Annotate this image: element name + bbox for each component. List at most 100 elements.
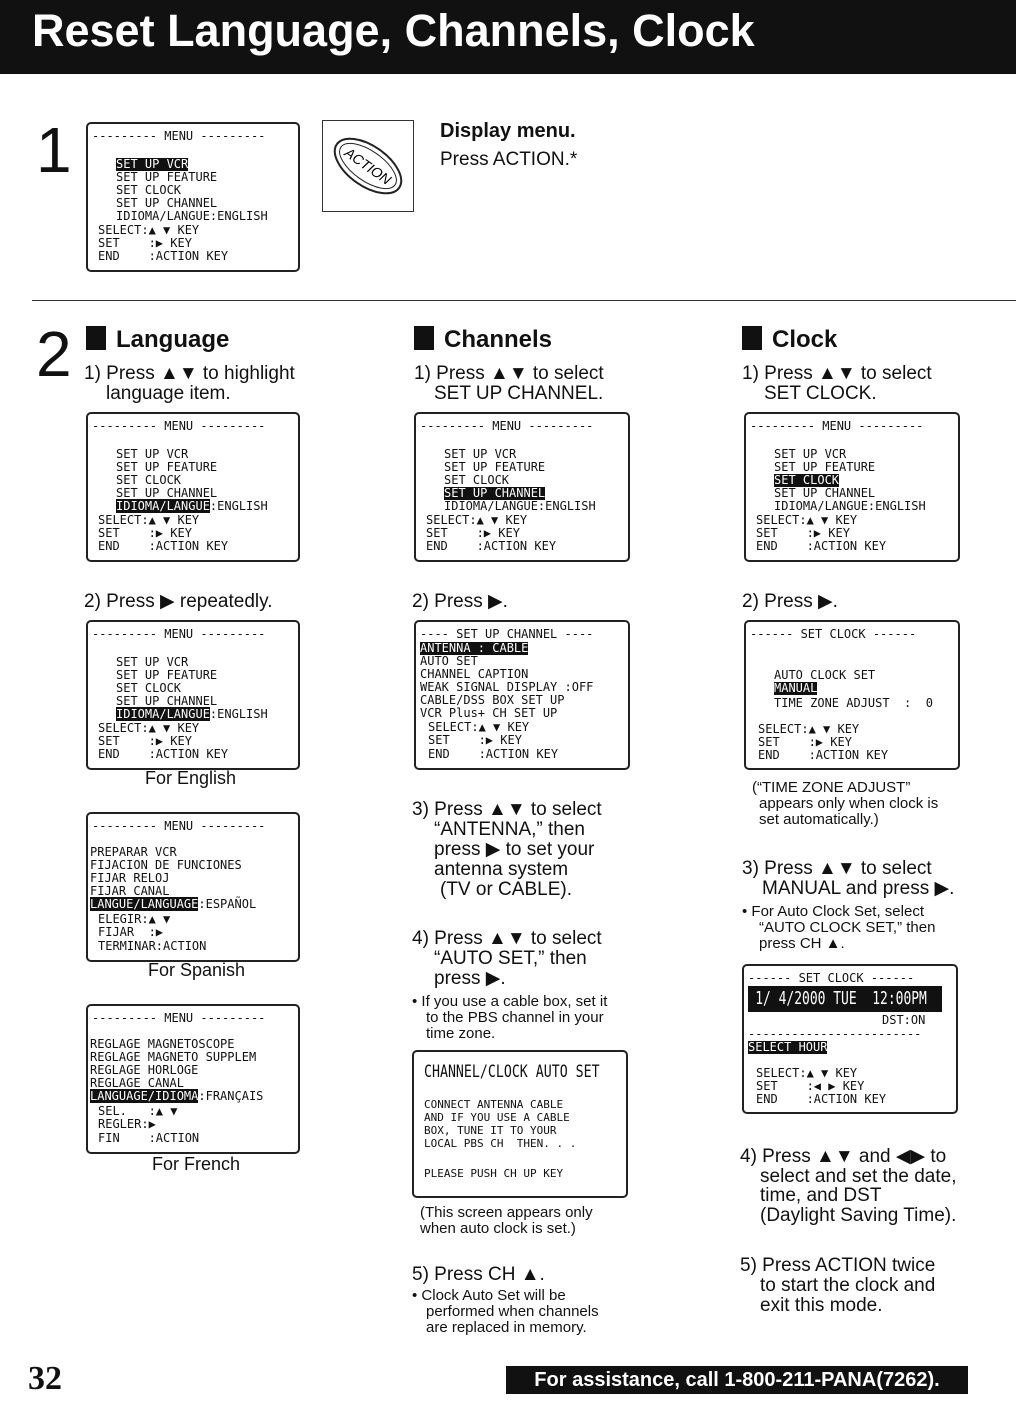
menu-select-hint: SELECT:▲ ▼ KEY <box>98 223 200 237</box>
menu-set-hint: SET :▶ KEY <box>756 526 850 540</box>
clock-step4-l3: time, and DST <box>760 1185 882 1206</box>
menu-end-hint: END :ACTION KEY <box>98 747 229 761</box>
menu-item: SET UP FEATURE <box>116 460 218 474</box>
menu-item: VCR Plus+ CH SET UP <box>420 706 558 720</box>
menu-set-hint: REGLER:▶ <box>98 1117 156 1131</box>
channels-step2: 2) Press ▶. <box>412 591 508 612</box>
menu-item: SET CLOCK <box>444 473 510 487</box>
set-clock-menu-screen: ------ SET CLOCK ------ AUTO CLOCK SET M… <box>744 620 960 770</box>
channels-note4-l1: • If you use a cable box, set it <box>412 993 608 1010</box>
menu-set-hint: SET :▶ KEY <box>98 236 192 250</box>
menu-item: ANTENNA : CABLE <box>420 641 529 655</box>
menu-item: SET CLOCK <box>774 473 840 487</box>
menu-item: REGLAGE CANAL <box>90 1076 184 1090</box>
menu-item: IDIOMA/LANGUE:ENGLISH <box>444 499 596 513</box>
menu-item: IDIOMA/LANGUE:ENGLISH <box>774 499 926 513</box>
menu-set-hint: SET :▶ KEY <box>428 733 522 747</box>
menu-item: LANGUAGE/IDIOMA:FRANÇAIS <box>90 1089 264 1103</box>
step-2-number: 2 <box>36 318 72 390</box>
menu-end-hint: END :ACTION KEY <box>758 748 889 762</box>
menu-select-hint: SELECT:▲ ▼ KEY <box>756 1066 858 1080</box>
tz-note-l1: (“TIME ZONE ADJUST” <box>752 779 911 796</box>
menu-item: SET UP CHANNEL <box>116 486 218 500</box>
menu-header: --------- MENU --------- <box>92 129 266 143</box>
channels-heading: Channels <box>414 326 552 354</box>
menu-item: REGLAGE HORLOGE <box>90 1063 199 1077</box>
channels-step4-l1: 4) Press ▲▼ to select <box>412 928 602 949</box>
clock-step3-l2: MANUAL and press ▶. <box>762 878 955 899</box>
menu-end-hint: END :ACTION KEY <box>98 539 229 553</box>
channels-step3-l5: (TV or CABLE). <box>440 879 572 900</box>
menu-end-hint: END :ACTION KEY <box>426 539 557 553</box>
language-step1: 1) Press ▲▼ to highlight <box>84 363 295 384</box>
clock-step2: 2) Press ▶. <box>742 591 838 612</box>
auto-set-body: BOX, TUNE IT TO YOUR <box>424 1124 557 1137</box>
clock-note3-l1: • For Auto Clock Set, select <box>742 903 924 920</box>
set-clock-screen: ------ SET CLOCK ------ 1/ 4/2000 TUE 12… <box>742 964 958 1114</box>
clock-heading: Clock <box>742 326 837 354</box>
channels-note4-l3: time zone. <box>426 1025 496 1042</box>
channels-step4-l2: “AUTO SET,” then <box>434 948 587 969</box>
menu-header: --------- MENU --------- <box>750 419 924 433</box>
menu-header: --------- MENU --------- <box>92 627 266 641</box>
tz-note-l3: set automatically.) <box>759 811 879 828</box>
tz-note-l2: appears only when clock is <box>759 795 939 812</box>
channels-menu-screen: --------- MENU --------- SET UP VCR SET … <box>414 412 630 562</box>
menu-item: CHANNEL CAPTION <box>420 667 529 681</box>
menu-select-hint: SELECT:▲ ▼ KEY <box>428 720 530 734</box>
menu-header: --------- MENU --------- <box>92 819 266 833</box>
menu-end-hint: FIN :ACTION <box>98 1131 200 1145</box>
menu-set-hint: SET :▶ KEY <box>98 734 192 748</box>
channels-note5-l1: • Clock Auto Set will be <box>412 1287 566 1304</box>
channels-step1b: SET UP CHANNEL. <box>434 383 604 404</box>
auto-set-body: CONNECT ANTENNA CABLE <box>424 1098 564 1111</box>
select-hour-label: SELECT HOUR <box>748 1040 828 1054</box>
menu-select-hint: ELEGIR:▲ ▼ <box>98 912 171 926</box>
menu-item: SET UP VCR <box>444 447 517 461</box>
menu-end-hint: END :ACTION KEY <box>756 539 887 553</box>
menu-header: ---- SET UP CHANNEL ---- <box>420 627 594 641</box>
clock-step1: 1) Press ▲▼ to select <box>742 363 932 384</box>
autoset-note-l2: when auto clock is set.) <box>420 1220 576 1237</box>
page-title: Reset Language, Channels, Clock <box>32 5 755 56</box>
dst-indicator: DST:ON <box>882 1013 926 1027</box>
setup-channel-screen: ---- SET UP CHANNEL ---- ANTENNA : CABLE… <box>414 620 630 770</box>
menu-item: SET CLOCK <box>116 183 182 197</box>
title-bar: Reset Language, Channels, Clock <box>0 0 1016 74</box>
menu-header: --------- MENU --------- <box>420 419 594 433</box>
menu-item: SET UP CHANNEL <box>444 486 546 500</box>
menu-set-hint: SET :◀ ▶ KEY <box>756 1079 865 1093</box>
menu-set-hint: SET :▶ KEY <box>98 526 192 540</box>
menu-item: SET UP FEATURE <box>116 170 218 184</box>
menu-item: AUTO SET <box>420 654 478 668</box>
page-number: 32 <box>28 1360 62 1397</box>
menu-end-hint: END :ACTION KEY <box>428 747 559 761</box>
step1-heading: Display menu. <box>440 120 576 142</box>
clock-note3-l2: “AUTO CLOCK SET,” then <box>759 919 936 936</box>
channels-step3-l3: press ▶ to set your <box>434 839 595 860</box>
menu-item: SET UP CHANNEL <box>774 486 876 500</box>
language-heading: Language <box>86 326 229 354</box>
menu-item: FIJAR RELOJ <box>90 871 170 885</box>
menu-set-hint: FIJAR :▶ <box>98 925 164 939</box>
action-button-label: ACTION <box>341 144 395 189</box>
menu-item: SET UP CHANNEL <box>116 196 218 210</box>
menu-set-hint: SET :▶ KEY <box>758 735 852 749</box>
menu-item: SET UP VCR <box>116 157 189 171</box>
channels-note4-l2: to the PBS channel in your <box>426 1009 604 1026</box>
language-menu-screen: --------- MENU --------- SET UP VCR SET … <box>86 412 300 562</box>
language-step2: 2) Press ▶ repeatedly. <box>84 591 273 612</box>
channels-step3-l1: 3) Press ▲▼ to select <box>412 799 602 820</box>
menu-select-hint: SELECT:▲ ▼ KEY <box>426 513 528 527</box>
menu-end-hint: END :ACTION KEY <box>98 249 229 263</box>
language-step1b: language item. <box>106 383 231 404</box>
clock-step4-l1: 4) Press ▲▼ and ◀▶ to <box>740 1146 947 1167</box>
menu-item: IDIOMA/LANGUE:ENGLISH <box>116 707 268 721</box>
caption-spanish: For Spanish <box>148 960 246 980</box>
auto-set-body: LOCAL PBS CH THEN. . . <box>424 1137 577 1150</box>
caption-french: For French <box>152 1154 241 1174</box>
channels-step4-l3: press ▶. <box>434 968 506 989</box>
menu-select-hint: SELECT:▲ ▼ KEY <box>98 513 200 527</box>
action-button-icon: ACTION <box>333 137 403 195</box>
channels-note5-l3: are replaced in memory. <box>426 1319 587 1336</box>
